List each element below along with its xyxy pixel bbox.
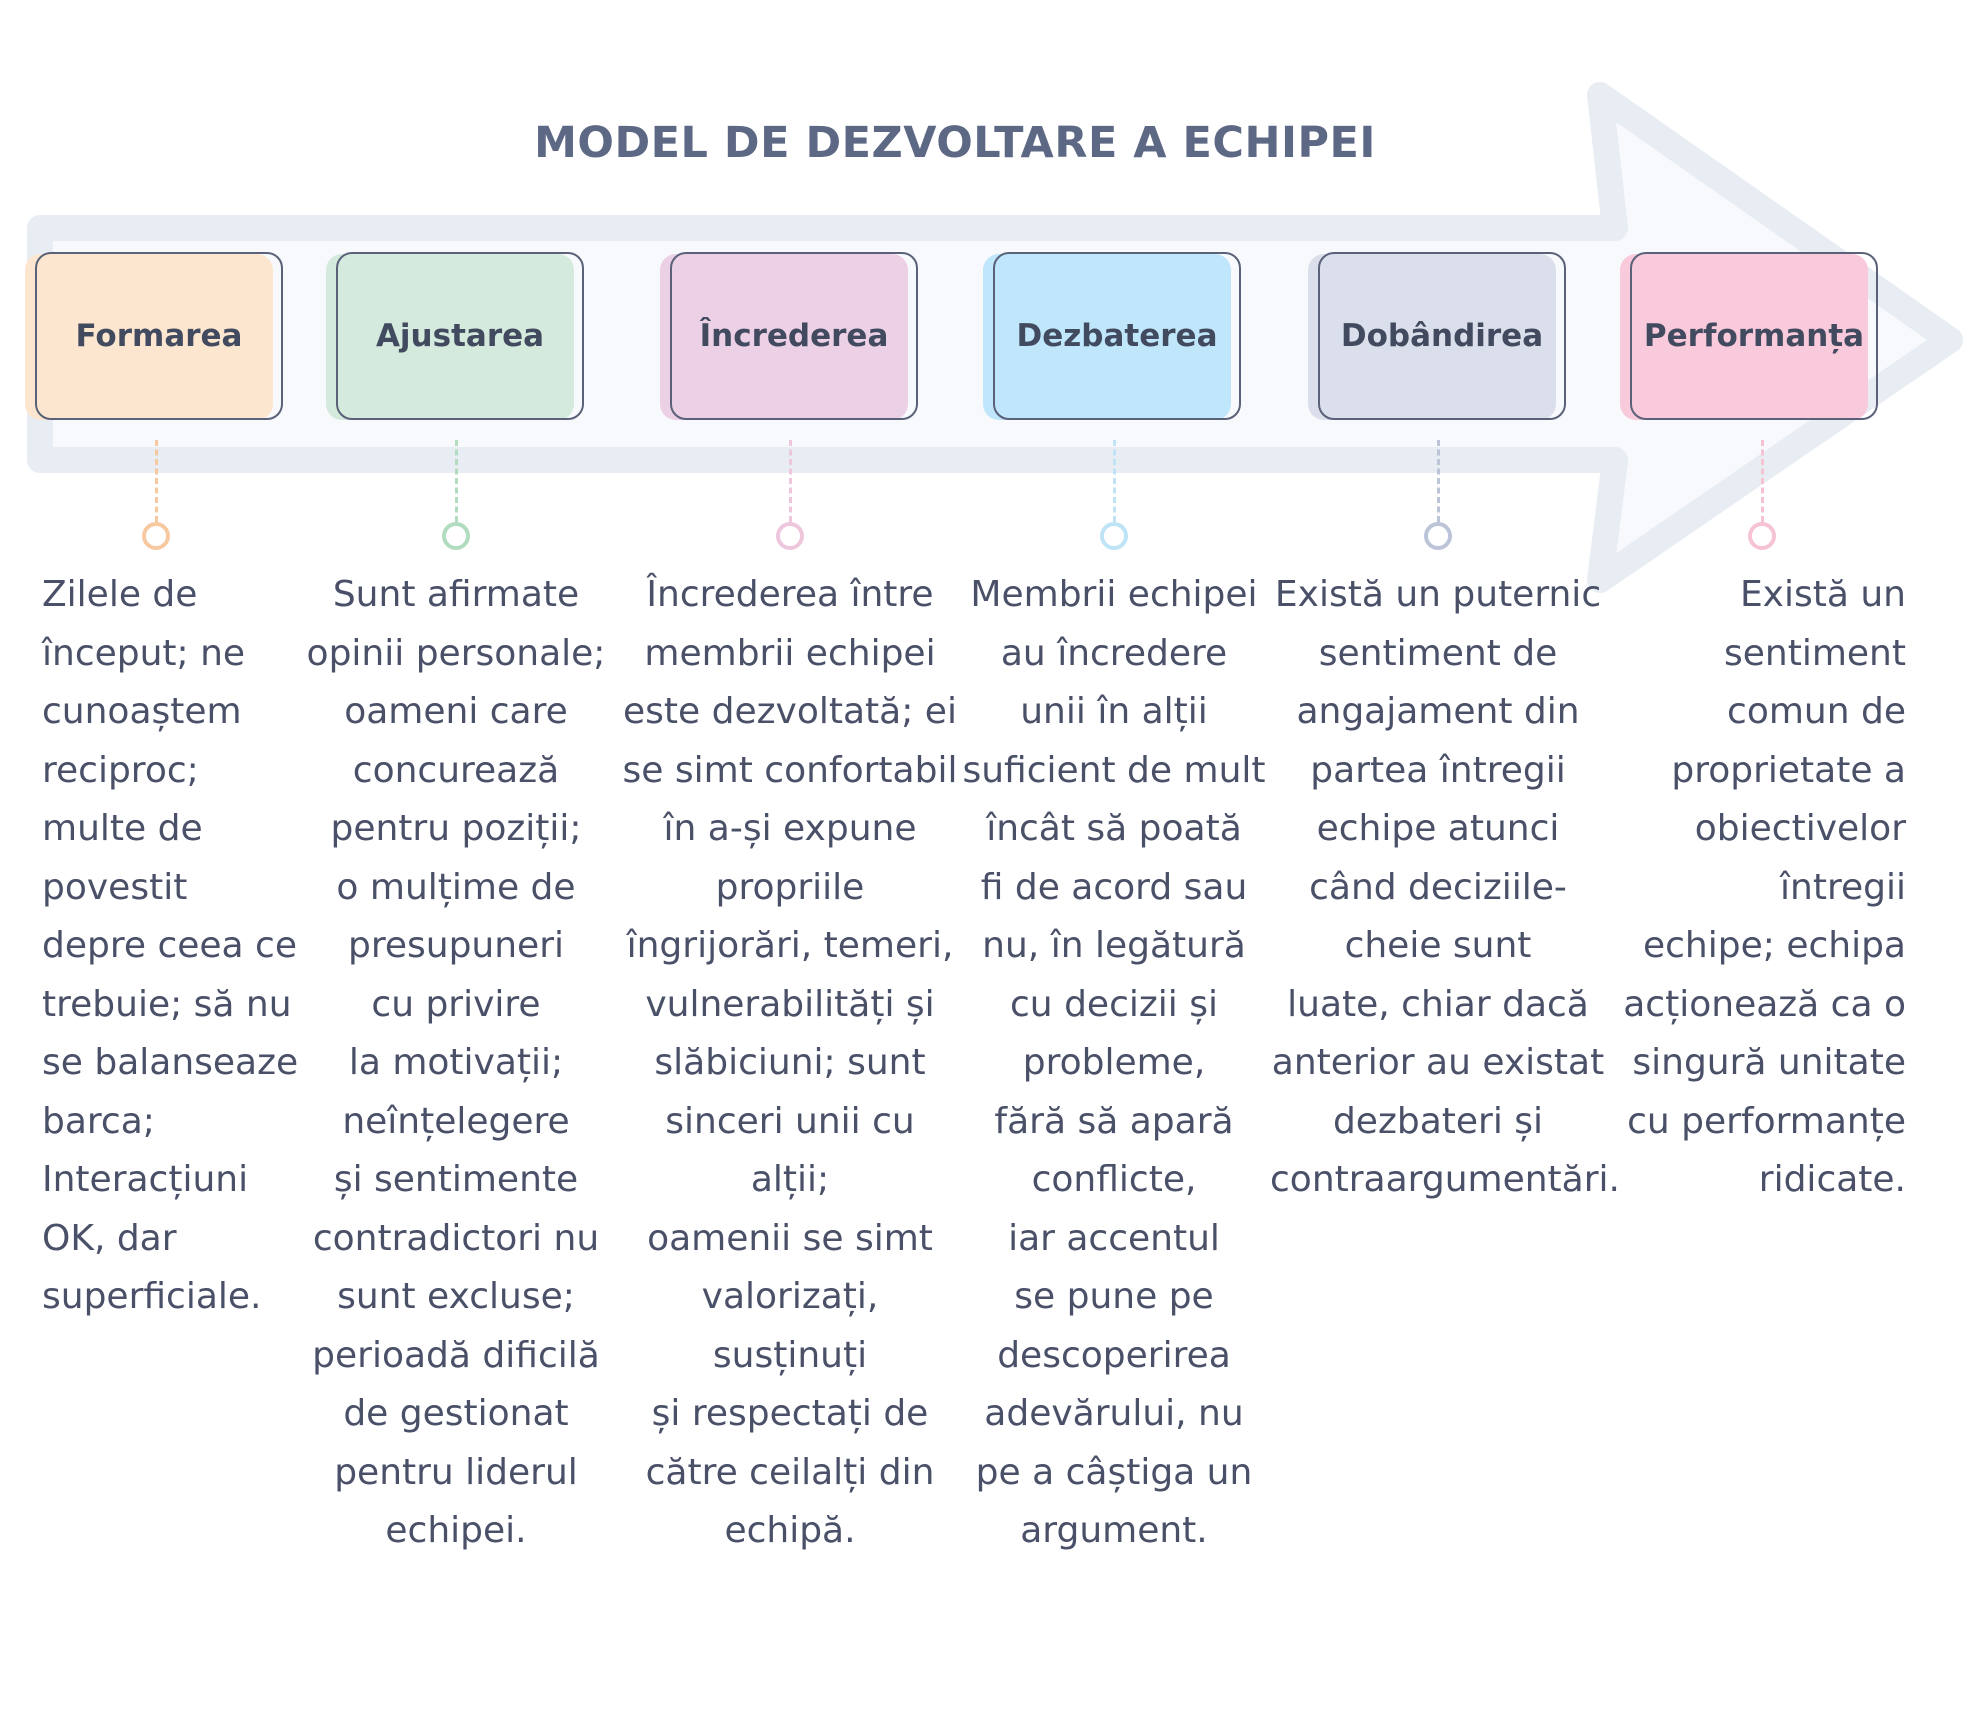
stage-5: Dobândirea <box>1308 252 1568 422</box>
stage-box: Încrederea <box>670 252 918 420</box>
stage-description: Sunt afirmate opinii personale; oameni c… <box>306 574 606 1551</box>
stage-description: Există un puternic sentiment de angajame… <box>1270 574 1620 1200</box>
stage-label: Dobândirea <box>1340 318 1544 354</box>
stage-label: Încrederea <box>699 318 889 354</box>
stage-box-fill <box>1308 254 1556 420</box>
stage-3: Încrederea <box>660 252 920 422</box>
stage-4: Dezbaterea <box>983 252 1243 422</box>
stage-marker-circle <box>442 522 470 550</box>
stage-description: Zilele de început; ne cunoaștem reciproc… <box>42 574 299 1317</box>
stage-marker-circle <box>1424 522 1452 550</box>
stage-marker-circle <box>1748 522 1776 550</box>
stage-box: Dobândirea <box>1318 252 1566 420</box>
stage-connector <box>455 440 458 522</box>
stage-description: Există un sentiment comun de proprietate… <box>1623 574 1906 1200</box>
stage-1: Formarea <box>25 252 285 422</box>
stage-description: Membrii echipei au încredere unii în alț… <box>962 574 1266 1551</box>
stage-box: Dezbaterea <box>993 252 1241 420</box>
stage-connector <box>155 440 158 522</box>
stage-box-fill <box>660 254 908 420</box>
stage-6: Performanța <box>1620 252 1880 422</box>
stage-connector <box>1761 440 1764 522</box>
diagram-title: MODEL DE DEZVOLTARE A ECHIPEI <box>534 118 1376 168</box>
stage-marker-circle <box>1100 522 1128 550</box>
stage-marker-circle <box>776 522 804 550</box>
stage-label: Ajustarea <box>375 318 545 354</box>
stage-marker-circle <box>142 522 170 550</box>
stage-connector <box>789 440 792 522</box>
stage-box-fill <box>326 254 574 420</box>
stage-label: Formarea <box>75 318 243 354</box>
stage-connector <box>1113 440 1116 522</box>
stage-description: Încrederea între membrii echipei este de… <box>622 574 958 1551</box>
stage-box-fill <box>25 254 273 420</box>
stage-connector <box>1437 440 1440 522</box>
stage-box-fill <box>1620 254 1868 420</box>
stage-box: Ajustarea <box>336 252 584 420</box>
stage-box-fill <box>983 254 1231 420</box>
stage-label: Dezbaterea <box>1016 318 1218 354</box>
stage-box: Performanța <box>1630 252 1878 420</box>
stage-box: Formarea <box>35 252 283 420</box>
stage-2: Ajustarea <box>326 252 586 422</box>
stage-label: Performanța <box>1643 318 1865 354</box>
